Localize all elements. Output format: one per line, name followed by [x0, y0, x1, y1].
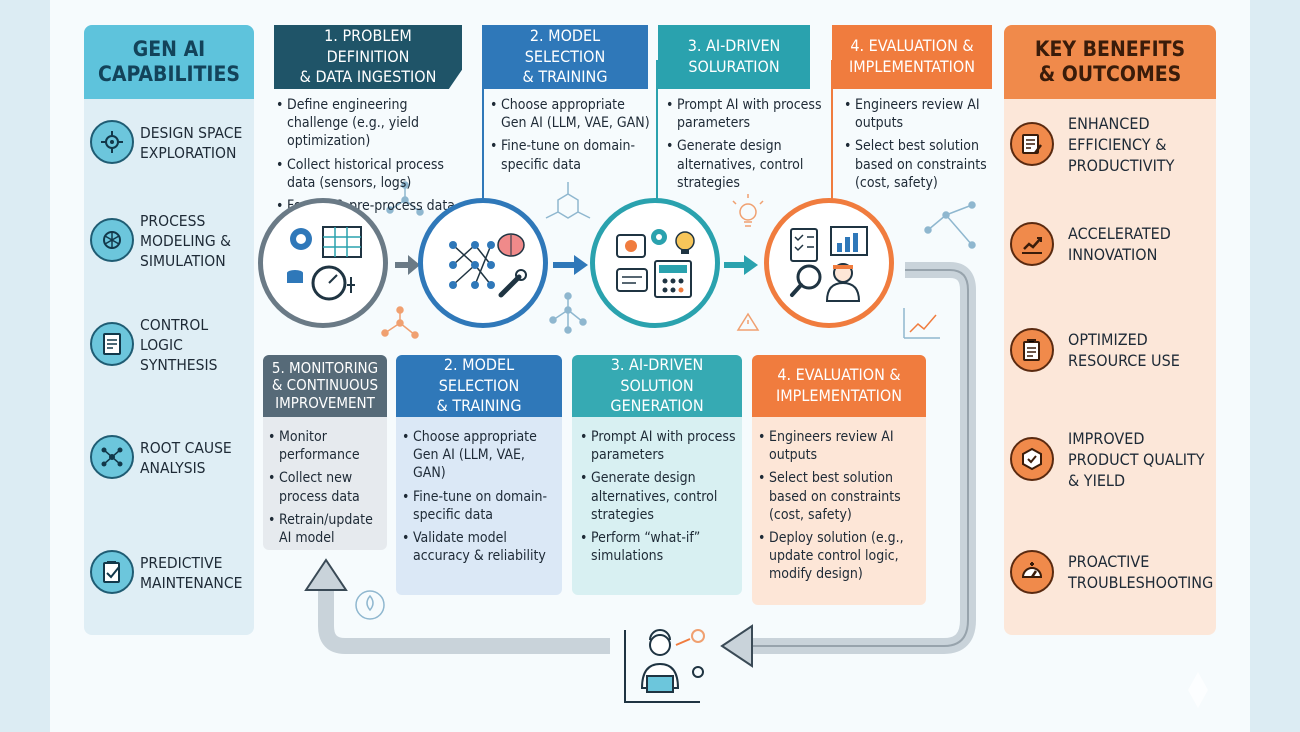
capability-label: CONTROL LOGIC SYNTHESIS — [140, 315, 218, 375]
stage3-top-bullets: Prompt AI with process parameters Genera… — [666, 96, 826, 197]
control-logic-icon — [90, 322, 134, 366]
stage1-top-tag: 1. PROBLEM DEFINITION & DATA INGESTION — [274, 25, 462, 89]
bullet-item: Collect new process data — [268, 469, 384, 505]
capability-item: CONTROL LOGIC SYNTHESIS — [84, 315, 254, 375]
bullet-item: Engineers review AI outputs — [758, 428, 922, 464]
bullet-item: Choose appropriate Gen AI (LLM, VAE, GAN… — [490, 96, 650, 132]
benefit-item: OPTIMIZED RESOURCE USE — [1004, 321, 1216, 381]
stage2-bullets: Choose appropriate Gen AI (LLM, VAE, GAN… — [402, 428, 558, 570]
stage4-circle — [764, 198, 894, 328]
stage2-top-bullets: Choose appropriate Gen AI (LLM, VAE, GAN… — [490, 96, 650, 179]
stage2-bottom-tag: 2. MODEL SELECTION & TRAINING — [396, 355, 562, 417]
bullet-item: Fine-tune on domain-specific data — [490, 137, 650, 173]
bullet-item: Monitor performance — [268, 428, 384, 464]
efficiency-icon — [1010, 122, 1054, 166]
benefit-label: OPTIMIZED RESOURCE USE — [1068, 330, 1180, 370]
benefit-label: ACCELERATED INNOVATION — [1068, 224, 1171, 264]
benefit-label: PROACTIVE TROUBLESHOOTING — [1068, 552, 1214, 592]
stage2-top-tag: 2. MODEL SELECTION & TRAINING — [482, 25, 648, 89]
bullet-item: Define engineering challenge (e.g., yiel… — [276, 96, 472, 151]
neural-network-icon — [449, 233, 527, 298]
capability-label: ROOT CAUSE ANALYSIS — [140, 438, 232, 477]
benefit-label: IMPROVED PRODUCT QUALITY & YIELD — [1068, 428, 1205, 490]
data-ingestion-icon — [287, 226, 362, 301]
capability-item: ROOT CAUSE ANALYSIS — [84, 428, 254, 488]
resource-icon — [1010, 328, 1054, 372]
bullet-item: Prompt AI with process parameters — [666, 96, 826, 132]
bullet-item: Validate model accuracy & reliability — [402, 529, 558, 565]
stage4-top-bullets: Engineers review AI outputs Select best … — [844, 96, 1000, 197]
innovation-icon — [1010, 222, 1054, 266]
key-benefits-panel: KEY BENEFITS & OUTCOMES ENHANCED EFFICIE… — [1004, 25, 1216, 635]
root-cause-icon — [90, 435, 134, 479]
stage3-top-tag: 3. AI-DRIVEN SOLURATION — [658, 25, 810, 89]
design-space-icon — [90, 120, 134, 164]
stage3-bullets: Prompt AI with process parameters Genera… — [580, 428, 738, 570]
benefits-title: KEY BENEFITS & OUTCOMES — [1004, 25, 1216, 99]
capability-label: PROCESS MODELING & SIMULATION — [140, 211, 231, 271]
stage2-circle — [418, 198, 548, 328]
stage4-top-tag: 4. EVALUATION & IMPLEMENTATION — [832, 25, 992, 89]
benefit-label: ENHANCED EFFICIENCY & PRODUCTIVITY — [1068, 113, 1175, 175]
benefit-item: PROACTIVE TROUBLESHOOTING — [1004, 543, 1216, 603]
capability-label: DESIGN SPACE EXPLORATION — [140, 123, 243, 162]
bullet-item: Generate design alternatives, control st… — [666, 137, 826, 192]
bullet-item: Select best solution based on constraint… — [844, 137, 1000, 192]
bullet-item: Engineers review AI outputs — [844, 96, 1000, 132]
benefit-item: ENHANCED EFFICIENCY & PRODUCTIVITY — [1004, 113, 1216, 175]
stage3-circle — [590, 198, 720, 328]
bullet-item: Perform “what-if” simulations — [580, 529, 738, 565]
evaluation-icon — [790, 226, 868, 302]
capability-label: PREDICTIVE MAINTENANCE — [140, 553, 243, 592]
stage5-bullets: Monitor performance Collect new process … — [268, 428, 384, 552]
bullet-item: Deploy solution (e.g., update control lo… — [758, 529, 922, 584]
benefit-item: ACCELERATED INNOVATION — [1004, 215, 1216, 275]
quality-icon — [1010, 437, 1054, 481]
capability-item: PROCESS MODELING & SIMULATION — [84, 211, 254, 271]
process-model-icon — [90, 218, 134, 262]
bullet-item: Generate design alternatives, control st… — [580, 469, 738, 524]
troubleshooting-icon — [1010, 550, 1054, 594]
bullet-item: Fine-tune on domain-specific data — [402, 488, 558, 524]
stage5-bottom-tag: 5. MONITORING & CONTINUOUS IMPROVEMENT — [263, 355, 387, 417]
predictive-maintenance-icon — [90, 550, 134, 594]
gen-ai-capabilities-panel: GEN AI CAPABILITIES DESIGN SPACE EXPLORA… — [84, 25, 254, 635]
benefit-item: IMPROVED PRODUCT QUALITY & YIELD — [1004, 428, 1216, 490]
solution-generation-icon — [616, 229, 695, 298]
bullet-item: Select best solution based on constraint… — [758, 469, 922, 524]
stage4-bottom-tag: 4. EVALUATION & IMPLEMENTATION — [752, 355, 926, 417]
stage1-circle — [258, 198, 388, 328]
bullet-item: Choose appropriate Gen AI (LLM, VAE, GAN… — [402, 428, 558, 483]
bullet-item: Collect historical process data (sensors… — [276, 156, 472, 192]
capability-item: PREDICTIVE MAINTENANCE — [84, 543, 254, 603]
capability-item: DESIGN SPACE EXPLORATION — [84, 113, 254, 173]
stage4-bullets: Engineers review AI outputs Select best … — [758, 428, 922, 589]
bullet-item: Retrain/update AI model — [268, 511, 384, 547]
bullet-item: Prompt AI with process parameters — [580, 428, 738, 464]
capabilities-title: GEN AI CAPABILITIES — [84, 25, 254, 99]
stage3-bottom-tag: 3. AI-DRIVEN SOLUTION GENERATION — [572, 355, 742, 417]
